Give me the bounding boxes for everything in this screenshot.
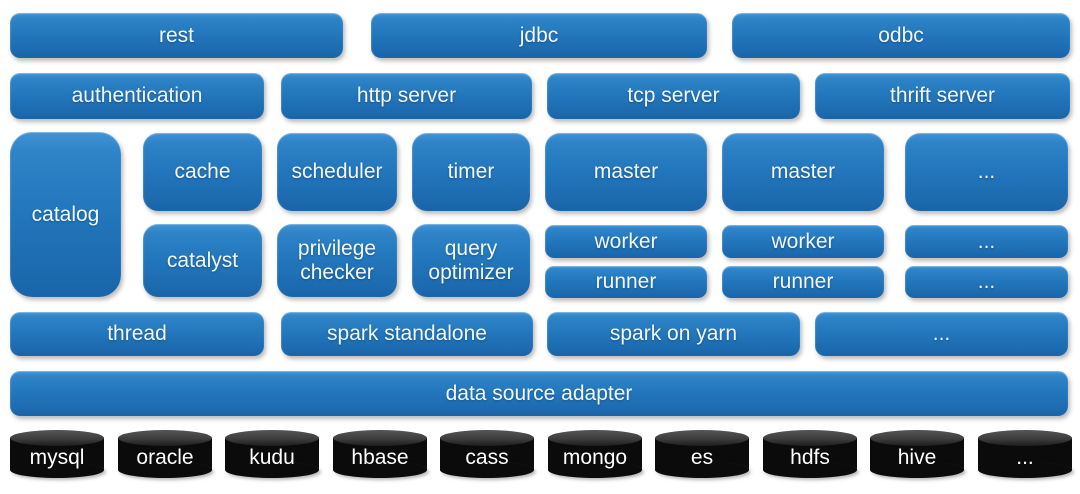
box-odbc: odbc <box>732 13 1070 58</box>
datasource-hive: hive <box>870 430 964 478</box>
cylinder-top-icon <box>978 430 1072 446</box>
box-authentication: authentication <box>10 73 264 119</box>
cylinder-top-icon <box>763 430 857 446</box>
datasource-label: cass <box>465 446 509 469</box>
datasource-label: kudu <box>249 446 295 469</box>
datasource-label: hdfs <box>790 446 830 469</box>
box-thrift-server: thrift server <box>815 73 1070 119</box>
box-jdbc: jdbc <box>371 13 707 58</box>
cylinder-bottom <box>870 462 964 478</box>
box-more-worker: ... <box>905 225 1068 258</box>
datasource-label: hbase <box>351 446 409 469</box>
cylinder-top-icon <box>548 430 642 446</box>
cylinder-top-icon <box>870 430 964 446</box>
datasource-mongo: mongo <box>548 430 642 478</box>
cylinder-bottom <box>655 462 749 478</box>
datasource-label: hive <box>897 446 937 469</box>
datasource-label: es <box>690 446 714 469</box>
box-more-master: ... <box>905 133 1068 211</box>
cylinder-bottom <box>440 462 534 478</box>
box-master-1: master <box>545 133 707 211</box>
cylinder-top-icon <box>655 430 749 446</box>
box-catalog: catalog <box>10 132 121 297</box>
box-timer: timer <box>412 133 530 211</box>
datasource-hdfs: hdfs <box>763 430 857 478</box>
box-http-server: http server <box>281 73 532 119</box>
cylinder-top-icon <box>225 430 319 446</box>
datasource-kudu: kudu <box>225 430 319 478</box>
datasource-label: oracle <box>136 446 194 469</box>
datasource-hbase: hbase <box>333 430 427 478</box>
cylinder-bottom <box>548 462 642 478</box>
box-master-2: master <box>722 133 884 211</box>
box-runner-2: runner <box>722 266 884 298</box>
box-spark-on-yarn: spark on yarn <box>547 312 800 356</box>
cylinder-top-icon <box>118 430 212 446</box>
datasource-mysql: mysql <box>10 430 104 478</box>
datasource-es: es <box>655 430 749 478</box>
datasource-more: ... <box>978 430 1072 478</box>
box-worker-2: worker <box>722 225 884 258</box>
box-query-optimizer: query optimizer <box>412 224 530 297</box>
cylinder-bottom <box>978 462 1072 478</box>
box-spark-standalone: spark standalone <box>281 312 533 356</box>
datasource-label: ... <box>1016 446 1034 469</box>
datasource-cass: cass <box>440 430 534 478</box>
cylinder-top-icon <box>440 430 534 446</box>
box-rest: rest <box>10 13 343 58</box>
box-cache: cache <box>143 133 262 211</box>
datasource-oracle: oracle <box>118 430 212 478</box>
box-catalyst: catalyst <box>143 224 262 297</box>
datasource-label: mysql <box>29 446 85 469</box>
box-data-source-adapter: data source adapter <box>10 371 1068 416</box>
cylinder-top-icon <box>10 430 104 446</box>
box-worker-1: worker <box>545 225 707 258</box>
cylinder-bottom <box>333 462 427 478</box>
cylinder-bottom <box>225 462 319 478</box>
cylinder-top-icon <box>333 430 427 446</box>
box-more-runner: ... <box>905 266 1068 298</box>
box-more-execution: ... <box>815 312 1068 356</box>
box-runner-1: runner <box>545 266 707 298</box>
box-thread: thread <box>10 312 264 356</box>
datasource-label: mongo <box>562 446 628 469</box>
box-privilege-checker: privilege checker <box>277 224 397 297</box>
box-tcp-server: tcp server <box>547 73 800 119</box>
cylinder-bottom <box>118 462 212 478</box>
cylinder-bottom <box>10 462 104 478</box>
cylinder-bottom <box>763 462 857 478</box>
box-scheduler: scheduler <box>277 133 397 211</box>
